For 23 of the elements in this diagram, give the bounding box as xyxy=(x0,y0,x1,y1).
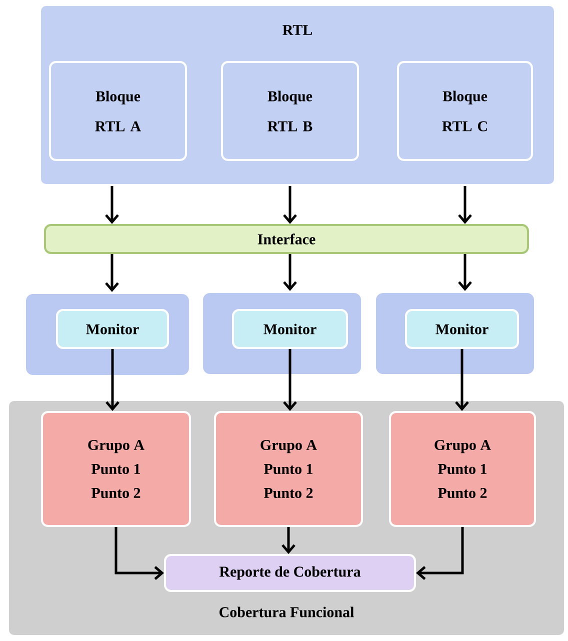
interface-bar: Interface xyxy=(44,224,529,254)
arrow xyxy=(458,186,472,224)
arrow xyxy=(416,527,464,580)
arrow xyxy=(458,254,472,291)
arrow xyxy=(283,186,297,224)
arrow xyxy=(283,254,297,291)
arrow xyxy=(106,349,120,411)
block-box: Bloque RTL B xyxy=(221,61,359,161)
monitor-box: Monitor xyxy=(56,309,169,349)
report-box: Reporte de Cobertura xyxy=(164,554,416,592)
block-box: Bloque RTL A xyxy=(49,61,187,161)
monitor-box: Monitor xyxy=(405,309,519,349)
arrow xyxy=(114,527,164,580)
arrow xyxy=(283,349,297,411)
arrow xyxy=(455,349,469,411)
block-box: Bloque RTL C xyxy=(397,61,533,161)
arrow xyxy=(105,186,119,224)
group-box: Grupo A Punto 1 Punto 2 xyxy=(41,411,191,527)
arrow xyxy=(105,254,119,292)
group-box: Grupo A Punto 1 Punto 2 xyxy=(389,411,536,527)
group-box: Grupo A Punto 1 Punto 2 xyxy=(214,411,363,527)
arrow xyxy=(282,527,296,554)
monitor-box: Monitor xyxy=(232,309,348,349)
